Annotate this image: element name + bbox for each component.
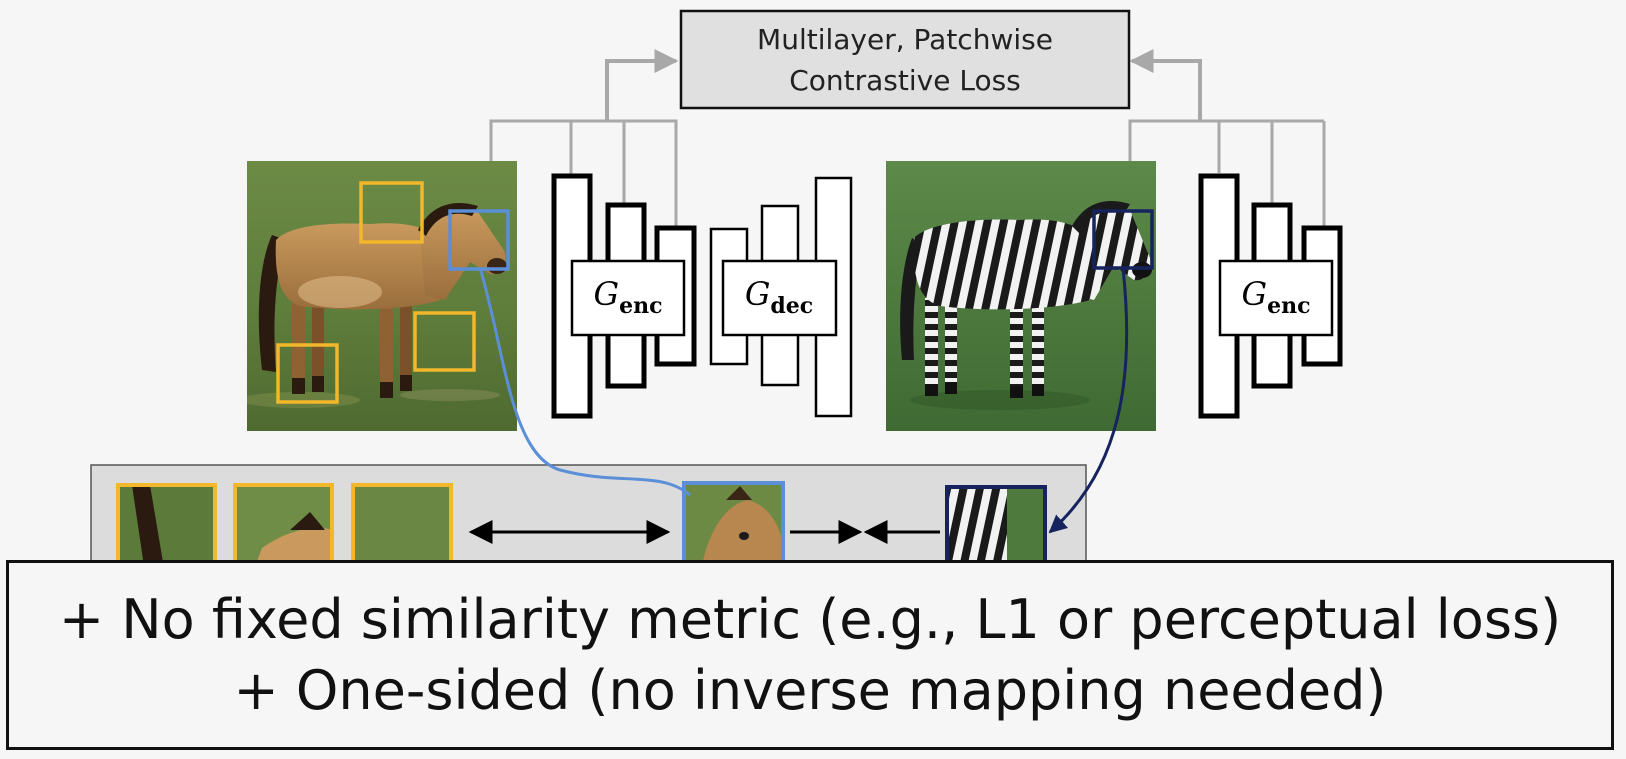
generator-encoder-left [551, 173, 697, 419]
generator-encoder-right [1198, 173, 1343, 419]
query-patch-link [478, 267, 691, 497]
encoder-left-label: Genc [594, 275, 663, 319]
loss-title-line2: Contrastive Loss [789, 64, 1021, 97]
patch-strip [90, 464, 1087, 582]
encoder-right-label: Genc [1242, 275, 1311, 319]
loss-title-line1: Multilayer, Patchwise [757, 23, 1053, 56]
generator-decoder [709, 176, 853, 418]
summary-line-1: + No fixed similarity metric (e.g., L1 o… [58, 587, 1562, 651]
decoder-label: Gdec [745, 275, 813, 319]
loss-connectors [489, 49, 1326, 226]
horse-input-image [247, 161, 517, 431]
negative-patch-marker-2 [413, 311, 476, 372]
loss-box: Multilayer, Patchwise Contrastive Loss [679, 9, 1131, 110]
summary-line-2: + One-sided (no inverse mapping needed) [233, 659, 1387, 722]
positive-patch-link [1048, 267, 1129, 534]
zebra-output-image [886, 161, 1156, 431]
negative-patch-marker-1 [359, 181, 424, 244]
summary-box: + No fixed similarity metric (e.g., L1 o… [6, 560, 1614, 750]
negative-patch-marker-3 [276, 343, 339, 404]
